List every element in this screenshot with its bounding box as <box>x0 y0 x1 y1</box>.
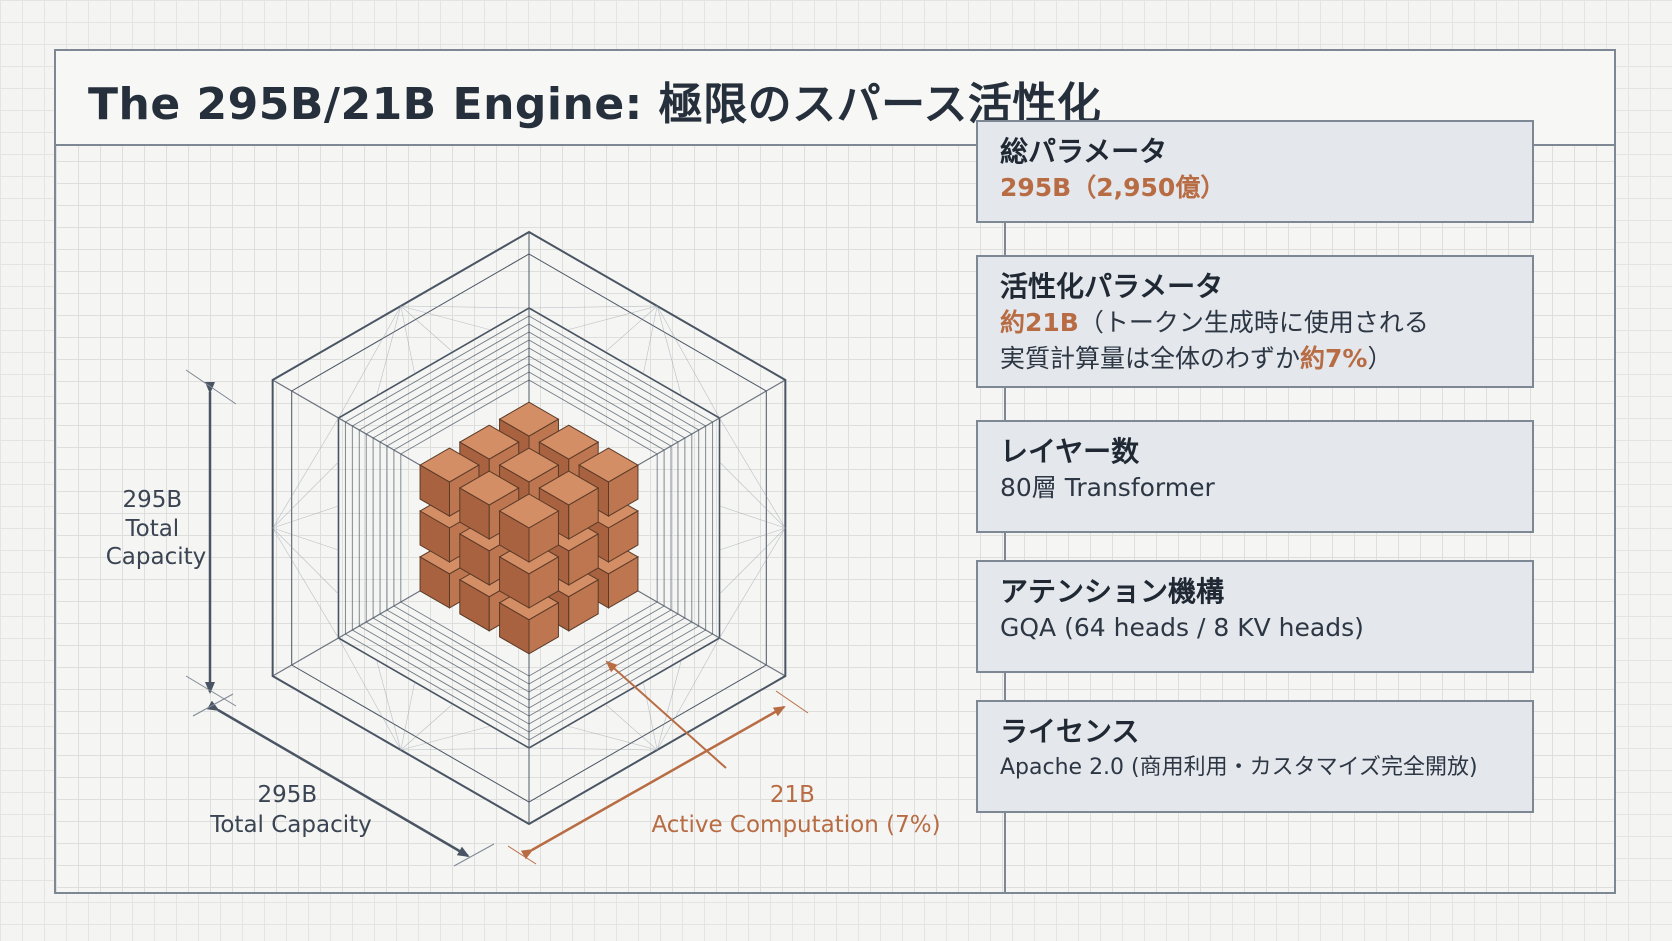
web-line <box>400 747 530 751</box>
cube-right-face <box>608 556 639 609</box>
web-line <box>528 747 658 751</box>
card-value-text: （トークン生成時に使用される <box>1078 308 1429 337</box>
card-value-line2: 実質計算量は全体のわずか約7%） <box>1000 341 1510 377</box>
web-line <box>528 305 658 309</box>
cube-right-face <box>568 578 599 632</box>
card-value-line2-end: ） <box>1367 344 1393 373</box>
height-label: 295B Total Capacity <box>106 487 207 570</box>
web-line <box>400 305 453 353</box>
web-line <box>605 305 658 353</box>
web-line <box>338 305 402 419</box>
card-value-line2-text: 実質計算量は全体のわずか <box>1000 344 1301 373</box>
card-value: GQA (64 heads / 8 KV heads) <box>1000 613 1364 642</box>
active-cube <box>498 493 560 563</box>
web-line <box>272 417 339 529</box>
active-tick-left <box>507 845 537 865</box>
web-line <box>719 527 786 639</box>
cube-right-face <box>528 601 559 655</box>
active-pointer-arrow <box>605 660 727 769</box>
card-attention: アテンション機構 GQA (64 heads / 8 KV heads) <box>976 560 1534 673</box>
web-line <box>719 527 786 595</box>
web-line <box>272 461 339 529</box>
web-line <box>656 659 682 751</box>
web-line <box>656 305 720 419</box>
card-total-params: 総パラメータ 295B（2,950億） <box>976 120 1534 223</box>
web-line <box>643 305 658 375</box>
card-active-params: 活性化パラメータ 約21B（トークン生成時に使用される 実質計算量は全体のわずか… <box>976 255 1534 388</box>
web-line <box>719 417 786 529</box>
web-line <box>400 305 491 331</box>
engine-diagram: 295B Total Capacity 295B Total Capacity … <box>56 146 1002 894</box>
card-value-line2-accent: 約7% <box>1300 344 1368 373</box>
cube-right-face <box>568 533 599 586</box>
page-title: The 295B/21B Engine: 極限のスパース活性化 <box>88 79 1102 130</box>
web-line <box>338 637 402 751</box>
active-label-value: 21B <box>770 782 815 808</box>
cube-right-face <box>608 464 639 517</box>
card-value-accent: 295B（2,950億） <box>1000 173 1226 202</box>
active-label: 21B Active Computation (7%) <box>651 782 940 838</box>
web-line <box>719 461 786 529</box>
card-value: 約21B（トークン生成時に使用される <box>1000 305 1510 341</box>
card-license: ライセンス Apache 2.0 (商用利用・カスタマイズ完全開放) <box>976 700 1534 813</box>
height-tick-top <box>185 369 237 405</box>
card-heading: レイヤー数 <box>1000 435 1140 468</box>
width-label: 295B Total Capacity <box>209 782 372 838</box>
card-heading: 総パラメータ <box>1000 135 1168 168</box>
web-line <box>400 305 415 375</box>
web-line <box>567 305 658 331</box>
web-line <box>376 305 402 397</box>
width-tick-right <box>453 843 495 867</box>
card-value: 80層 Transformer <box>1000 473 1215 502</box>
height-label-value: 295B <box>123 487 183 513</box>
active-label-line2: Active Computation (7%) <box>651 812 940 838</box>
cube-right-face <box>528 556 559 609</box>
web-line <box>719 505 786 529</box>
active-dimension-arrow <box>520 705 786 860</box>
active-cube-cluster <box>419 401 639 655</box>
web-line <box>272 527 339 595</box>
width-tick-left <box>192 693 234 717</box>
card-heading: 活性化パラメータ <box>1000 270 1224 303</box>
width-dimension-arrow <box>206 700 470 858</box>
card-heading: アテンション機構 <box>1000 575 1225 608</box>
card-value: Apache 2.0 (商用利用・カスタマイズ完全開放) <box>1000 755 1478 780</box>
web-line <box>272 527 339 551</box>
height-label-line2: Total <box>124 516 179 542</box>
web-line <box>376 659 402 751</box>
web-line <box>656 305 682 397</box>
web-line <box>719 527 786 551</box>
card-value: 295B（2,950億） <box>1000 170 1510 206</box>
web-line <box>400 305 530 309</box>
card-heading: ライセンス <box>1000 715 1140 748</box>
card-layers: レイヤー数 80層 Transformer <box>976 420 1534 533</box>
height-label-line3: Capacity <box>106 544 207 570</box>
active-tick-right <box>775 690 809 714</box>
web-line <box>272 527 339 639</box>
width-label-value: 295B <box>258 782 318 808</box>
cube-right-face <box>528 510 559 563</box>
cube-right-face <box>608 510 639 563</box>
cube-right-face <box>568 487 599 540</box>
width-label-line2: Total Capacity <box>209 812 372 838</box>
card-value-accent: 約21B <box>1000 308 1079 337</box>
web-line <box>272 505 339 529</box>
engine-diagram-svg: 295B Total Capacity 295B Total Capacity … <box>106 230 941 867</box>
